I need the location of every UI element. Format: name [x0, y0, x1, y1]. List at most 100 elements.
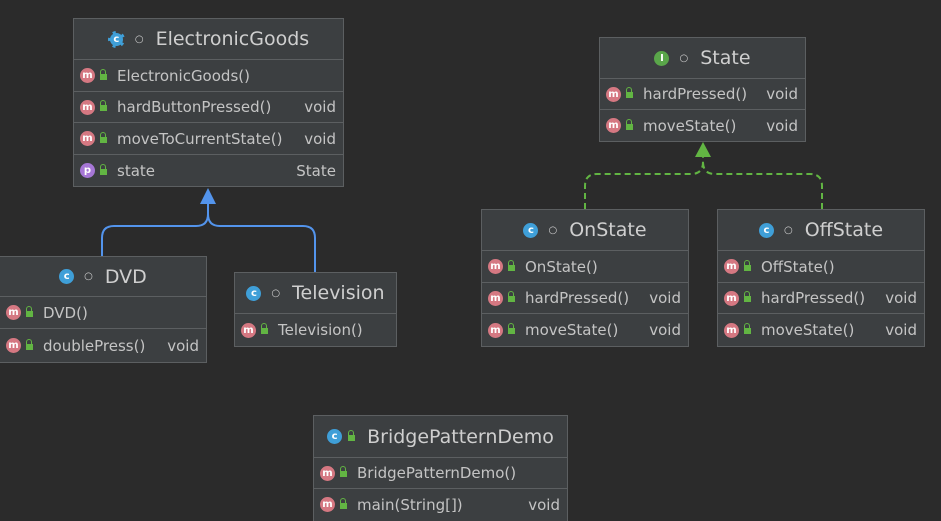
method-icon: m: [241, 322, 256, 338]
class-header: c ○ OnState: [482, 210, 688, 251]
class-television[interactable]: c ○ Television m Television(): [234, 272, 397, 347]
class-header: c ○ Television: [235, 273, 396, 314]
package-visibility-icon: ○: [134, 33, 144, 45]
class-header: c ○ OffState: [718, 210, 924, 251]
method-icon: m: [80, 131, 95, 146]
member-row[interactable]: m main(String[]) void: [314, 489, 567, 520]
public-lock-icon: [508, 323, 515, 334]
public-lock-icon: [340, 466, 347, 477]
member-name: state: [117, 161, 155, 180]
member-name: hardPressed(): [525, 289, 630, 307]
member-row[interactable]: m hardPressed() void: [482, 283, 688, 314]
public-lock-icon: [100, 100, 107, 111]
class-name: Television: [292, 282, 385, 304]
public-lock-icon: [508, 291, 515, 302]
member-type: void: [649, 289, 681, 307]
member-type: State: [296, 161, 336, 180]
method-icon: m: [488, 322, 503, 338]
abstract-class-icon: c: [107, 30, 125, 48]
interface-state[interactable]: I ○ State m hardPressed() void m moveSta…: [599, 37, 806, 142]
class-off-state[interactable]: c ○ OffState m OffState() m hardPressed(…: [717, 209, 925, 347]
public-lock-icon: [744, 323, 751, 334]
property-icon: p: [80, 163, 95, 178]
public-lock-icon: [26, 338, 33, 350]
member-row[interactable]: m moveState() void: [482, 314, 688, 346]
public-lock-icon: [744, 291, 751, 302]
class-icon: c: [59, 269, 75, 284]
public-lock-icon: [100, 163, 107, 175]
runnable-class-icon: c: [327, 429, 343, 444]
member-row[interactable]: m ElectronicGoods(): [74, 60, 343, 92]
abstract-method-icon: m: [606, 86, 621, 102]
inheritance-line-dvd: [101, 196, 209, 256]
member-name: moveToCurrentState(): [117, 129, 283, 148]
method-icon: m: [724, 322, 739, 338]
package-visibility-icon: ○: [783, 224, 793, 236]
member-name: doublePress(): [43, 336, 146, 355]
member-row[interactable]: m hardPressed() void: [600, 79, 805, 110]
member-row[interactable]: p state State: [74, 155, 343, 186]
inheritance-arrowhead: [200, 188, 216, 204]
member-row[interactable]: m Television(): [235, 314, 396, 346]
public-lock-icon: [626, 87, 633, 98]
member-row[interactable]: m doublePress() void: [0, 329, 206, 362]
member-row[interactable]: m hardPressed() void: [718, 283, 924, 314]
class-name: OffState: [804, 219, 884, 241]
member-name: Television(): [278, 321, 363, 339]
member-type: void: [528, 495, 560, 514]
class-name: State: [700, 47, 751, 69]
method-icon: m: [488, 290, 503, 306]
method-icon: m: [80, 68, 95, 83]
class-icon: c: [246, 285, 262, 301]
class-bridge-pattern-demo[interactable]: c BridgePatternDemo m BridgePatternDemo(…: [313, 415, 568, 521]
member-row[interactable]: m moveState() void: [718, 314, 924, 346]
member-row[interactable]: m moveState() void: [600, 110, 805, 141]
member-row[interactable]: m OnState(): [482, 251, 688, 283]
member-name: hardPressed(): [643, 85, 748, 103]
method-icon: m: [724, 259, 739, 274]
member-row[interactable]: m hardButtonPressed() void: [74, 92, 343, 123]
class-icon: c: [758, 222, 774, 238]
class-electronic-goods[interactable]: c ○ ElectronicGoods m ElectronicGoods() …: [73, 18, 344, 187]
member-row[interactable]: m OffState(): [718, 251, 924, 283]
member-name: moveState(): [643, 116, 737, 135]
member-type: void: [649, 321, 681, 339]
member-type: void: [304, 98, 336, 116]
method-icon: m: [6, 305, 21, 320]
class-header: c ○ DVD: [0, 257, 206, 297]
member-name: main(String[]): [357, 495, 463, 514]
member-type: void: [766, 116, 798, 135]
interface-icon: I: [654, 50, 670, 66]
class-dvd[interactable]: c ○ DVD m DVD() m doublePress() void: [0, 256, 207, 363]
method-icon: m: [80, 99, 95, 115]
abstract-method-icon: m: [606, 118, 621, 133]
member-name: BridgePatternDemo(): [357, 464, 517, 482]
class-name: DVD: [104, 265, 147, 288]
package-visibility-icon: ○: [679, 52, 689, 64]
member-name: hardPressed(): [761, 289, 866, 307]
public-lock-icon: [626, 118, 633, 130]
member-name: OnState(): [525, 257, 598, 276]
class-header: I ○ State: [600, 38, 805, 79]
class-icon: c: [523, 222, 539, 238]
public-lock-icon: [261, 323, 268, 334]
member-type: void: [885, 289, 917, 307]
public-lock-icon: [348, 429, 356, 441]
public-lock-icon: [340, 497, 347, 509]
implements-arrowhead: [695, 142, 711, 157]
member-row[interactable]: m BridgePatternDemo(): [314, 458, 567, 489]
implements-line-off-state: [702, 161, 823, 209]
member-row[interactable]: m DVD(): [0, 297, 206, 329]
member-name: hardButtonPressed(): [117, 98, 272, 116]
inheritance-line-television: [207, 213, 316, 272]
class-header: c ○ ElectronicGoods: [74, 19, 343, 60]
class-name: ElectronicGoods: [155, 28, 310, 50]
package-visibility-icon: ○: [84, 271, 93, 282]
public-lock-icon: [744, 259, 751, 271]
member-type: void: [167, 336, 199, 355]
member-type: void: [304, 129, 336, 148]
member-row[interactable]: m moveToCurrentState() void: [74, 123, 343, 155]
class-on-state[interactable]: c ○ OnState m OnState() m hardPressed() …: [481, 209, 689, 347]
public-lock-icon: [100, 68, 107, 80]
